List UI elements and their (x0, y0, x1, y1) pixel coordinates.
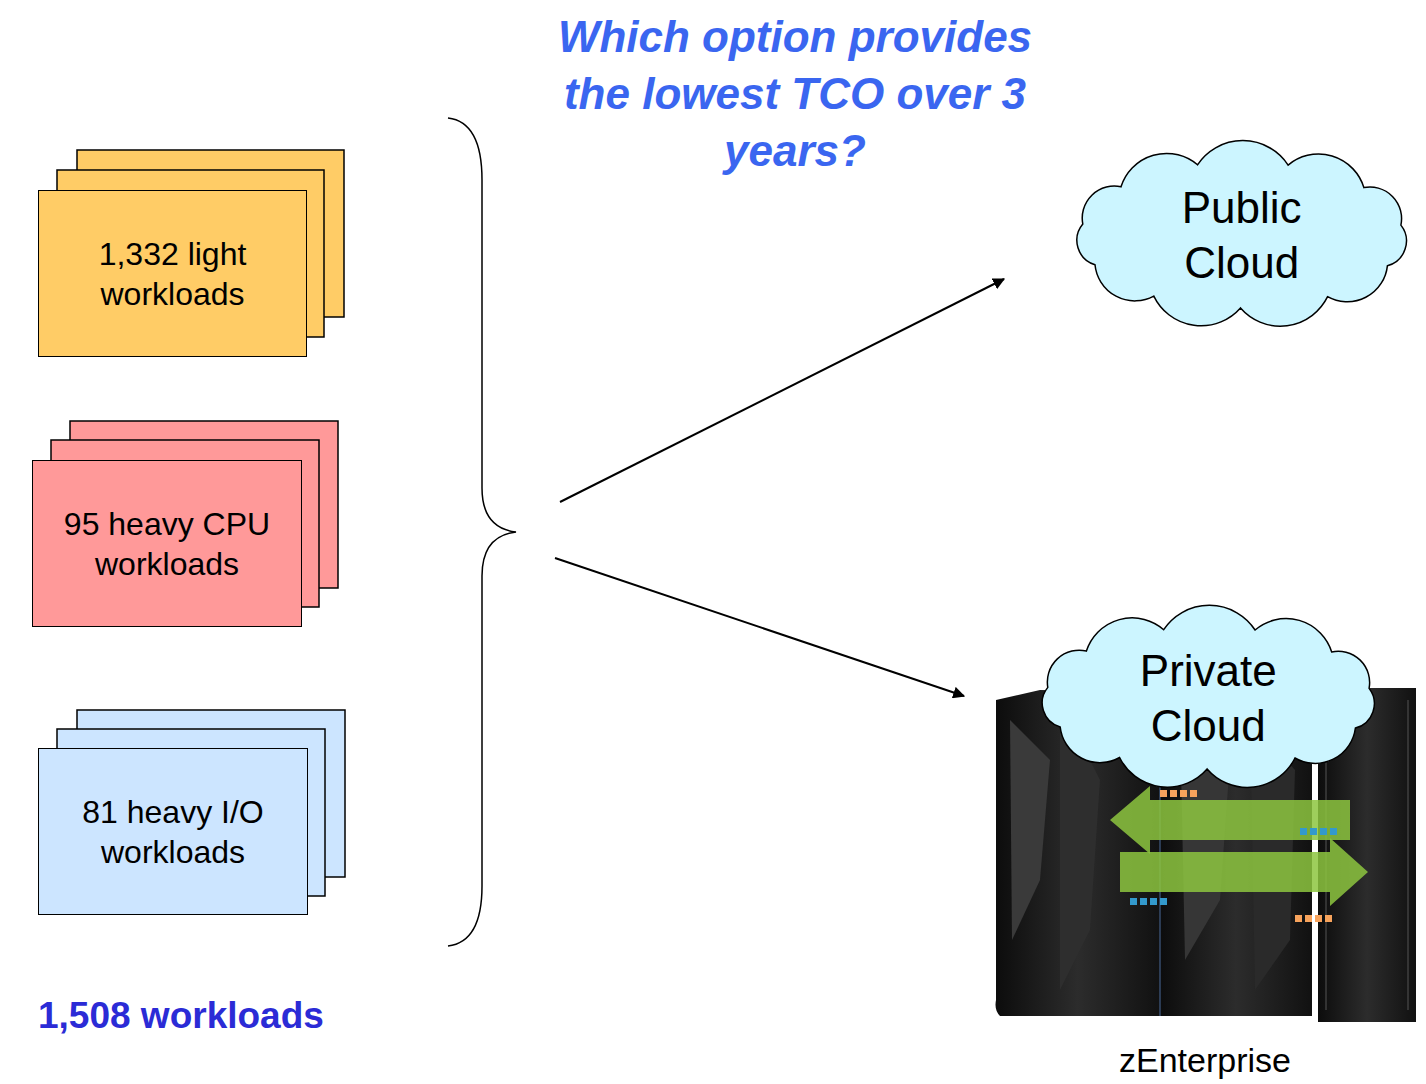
node-label: 95 heavy CPU workloads (53, 504, 281, 584)
node-label: Public Cloud (1127, 180, 1356, 290)
cloud-shape: Public Cloud (1057, 138, 1426, 332)
question-title: Which option provides the lowest TCO ove… (525, 8, 1065, 179)
cloud-outline (1057, 138, 1426, 332)
cloud-outline-path (1077, 141, 1406, 327)
node-label: 1,332 light workloads (59, 234, 286, 314)
workload-card: 81 heavy I/O workloads (38, 748, 308, 915)
node-label: 81 heavy I/O workloads (59, 792, 287, 872)
brace (448, 118, 516, 946)
cloud-outline-path (1042, 605, 1374, 787)
cloud-shape: Private Cloud (1022, 603, 1395, 793)
workload-card: 95 heavy CPU workloads (32, 460, 302, 627)
workload-card: 1,332 light workloads (38, 190, 307, 357)
arrow (560, 279, 1004, 502)
cloud-outline (1022, 603, 1395, 793)
node-label: Private Cloud (1093, 643, 1324, 753)
machine-name: zEnterprise (1055, 1040, 1355, 1080)
arrow (555, 558, 964, 696)
total-label: 1,508 workloads (38, 994, 458, 1038)
